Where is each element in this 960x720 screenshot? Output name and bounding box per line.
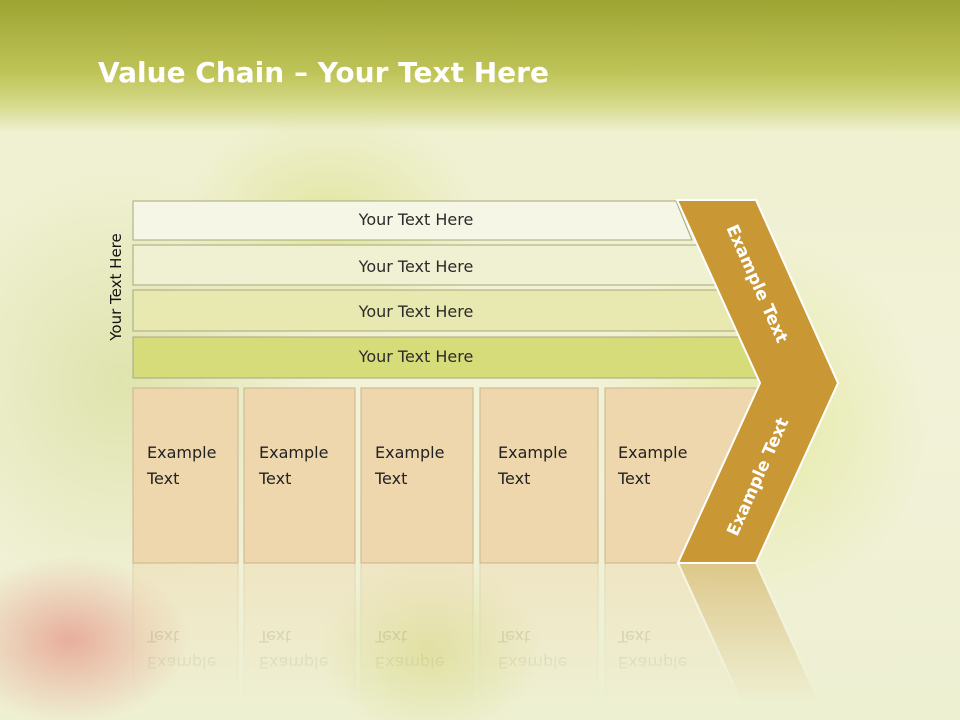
reflection-text: Example (259, 653, 328, 672)
cell-2-line2: Text (258, 469, 291, 488)
reflection-text: Example (375, 653, 444, 672)
bar-group: Your Text Here Your Text Here Your Text … (132, 200, 763, 379)
cell-3 (360, 387, 474, 564)
reflection-text: Example (498, 653, 567, 672)
title-bold: Value Chain (98, 56, 285, 89)
cell-1 (132, 387, 239, 564)
cell-4-line1: Example (498, 443, 567, 462)
bar-1 (132, 200, 693, 241)
reflection-text: Text (146, 627, 179, 646)
cell-5-line1: Example (618, 443, 687, 462)
title-banner (0, 0, 960, 132)
reflection-text: Text (497, 627, 530, 646)
cell-1-line1: Example (147, 443, 216, 462)
cell-group: Example Text Example Text Example Text E… (132, 387, 761, 564)
slide-title: Value Chain – Your Text Here (98, 56, 549, 89)
reflection-text: Example (147, 653, 216, 672)
bar-4-label: Your Text Here (358, 347, 474, 366)
cell-2-line1: Example (259, 443, 328, 462)
reflection-text: Text (374, 627, 407, 646)
reflection-text: Text (258, 627, 291, 646)
reflection-text: Text (617, 627, 650, 646)
chevron-shape (675, 199, 840, 564)
cell-4 (479, 387, 599, 564)
cell-3-line1: Example (375, 443, 444, 462)
reflection-text: Example (618, 653, 687, 672)
reflection: Example Text Example Text Example Text E… (132, 562, 829, 720)
bar-3-label: Your Text Here (358, 302, 474, 321)
cell-1-line2: Text (146, 469, 179, 488)
bar-2-label: Your Text Here (358, 257, 474, 276)
title-rest: – Your Text Here (284, 56, 549, 89)
cell-5-line2: Text (617, 469, 650, 488)
cell-4-line2: Text (497, 469, 530, 488)
cell-2 (243, 387, 356, 564)
bar-1-label: Your Text Here (358, 210, 474, 229)
cell-3-line2: Text (374, 469, 407, 488)
